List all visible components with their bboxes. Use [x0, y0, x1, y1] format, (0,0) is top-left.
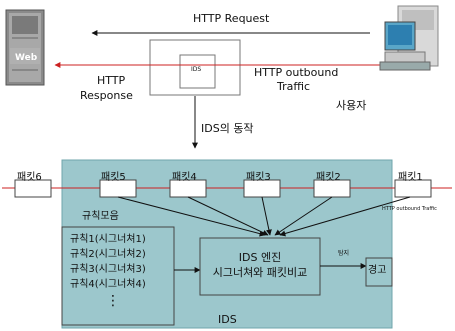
packet-4-label: 패킷4	[172, 172, 197, 183]
alert-box	[365, 257, 393, 287]
packet-6-label: 패킷6	[17, 172, 42, 183]
packet-3-label: 패킷3	[246, 172, 271, 183]
packet-5-label: 패킷5	[101, 172, 126, 183]
http-response-label-line1: HTTP	[97, 74, 126, 87]
packet-1-box	[394, 179, 432, 198]
rules-title: 규칙모음	[82, 211, 119, 222]
web-server-icon	[5, 9, 45, 86]
alert-label: 경고	[368, 265, 387, 276]
ids-inner-box	[179, 54, 216, 89]
ids-box-label: IDS	[191, 66, 202, 73]
web-server-label: Web	[15, 53, 38, 63]
packet-1-label: 패킷1	[398, 172, 423, 183]
outbound-traffic-label: HTTP outbound Traffic	[382, 206, 437, 212]
http-response-label-line2: Response	[80, 89, 133, 102]
rules-box	[61, 226, 175, 326]
user-computer-icon	[379, 5, 439, 71]
rule-4: 규칙4(시그너쳐4)	[70, 279, 146, 290]
packet-1-arrow	[279, 196, 411, 237]
rules-ellipsis: ⋮	[106, 293, 120, 309]
packet-4-arrow	[187, 196, 269, 236]
rule-3: 규칙3(시그너쳐3)	[70, 264, 146, 275]
packet-3-arrow	[261, 196, 272, 236]
http-request-label: HTTP Request	[193, 12, 270, 25]
packet-2-label: 패킷2	[316, 172, 341, 183]
http-outbound-label-line1: HTTP outbound	[254, 66, 339, 79]
http-outbound-label-line2: Traffic	[277, 80, 311, 93]
detect-label: 탐지	[338, 250, 350, 257]
engine-title: IDS 엔진	[238, 251, 282, 264]
ids-action-label: IDS의 동작	[201, 122, 254, 135]
packet-6-box	[14, 179, 52, 198]
rule-2: 규칙2(시그너쳐2)	[70, 249, 146, 260]
packet-2-arrow	[274, 196, 333, 236]
packet-5-arrow	[117, 196, 266, 237]
engine-subtitle: 시그너쳐와 패킷비교	[212, 266, 308, 279]
rule-1: 규칙1(시그너쳐1)	[70, 234, 146, 245]
ids-region-label: IDS	[218, 313, 237, 326]
user-label: 사용자	[336, 99, 367, 112]
